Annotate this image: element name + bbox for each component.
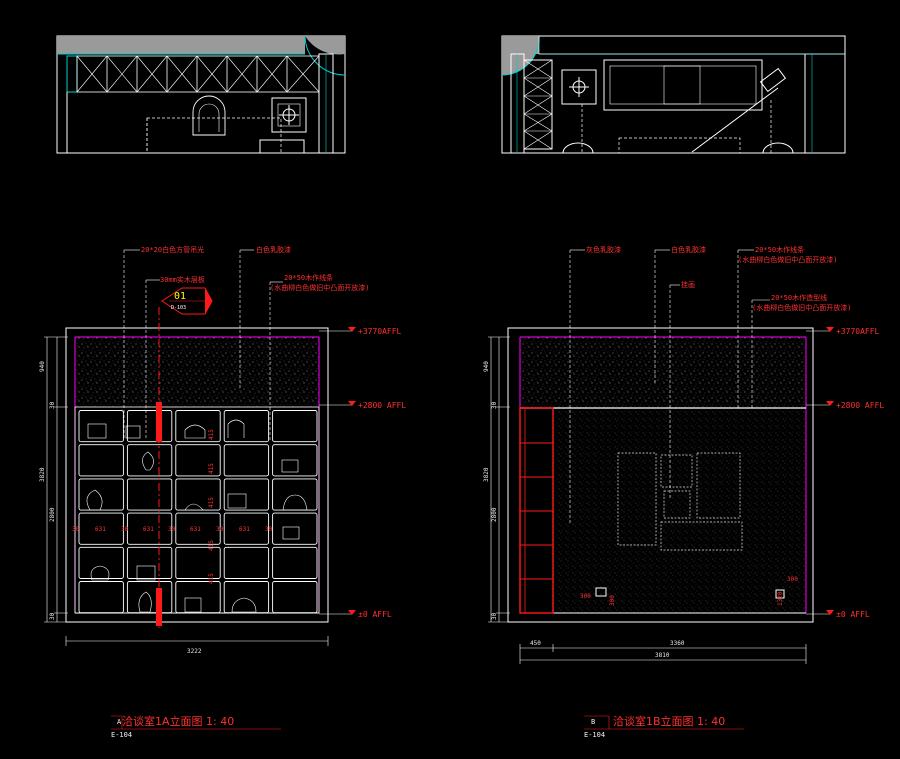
section-number: 01 [174,291,186,302]
elevation-b [488,249,834,664]
shelf-cell [223,546,270,579]
title-b: 洽谈室1B立面图 1: 40 [613,714,725,728]
shelf-grid [78,410,318,614]
row-dim-2: 415 [208,463,215,474]
col-dim-5: 30 [168,526,176,533]
dim-b-small-1: 300 [580,593,591,600]
section-sheet: D-103 [171,305,186,311]
note-b-7: (水曲柳白色做旧中凸面开放漆) [752,303,851,312]
elevation-b-text: 灰色乳胶漆 白色乳胶漆 20*50木作线条 (水曲柳白色做旧中凸面开放漆) 挂画… [483,245,884,739]
tag-b-sheet: E-104 [584,731,605,739]
dim-b-2800: 2800 [491,507,498,522]
shelf-cell [223,581,270,614]
dim-b-30b: 30 [491,612,498,620]
shelf-cell [272,512,318,545]
shelf-cell [175,410,221,443]
dim-a-940: 940 [39,361,46,372]
dim-b-30: 30 [491,401,498,409]
plan-b [501,35,846,154]
shelf-cell [126,546,173,579]
shelf-cell [272,546,318,579]
col-dim-9: 30 [265,526,273,533]
col-dim-8: 631 [239,526,250,533]
shelf-cell [78,546,124,579]
shelf-cell [175,512,221,545]
dim-b-small-3: 300 [787,576,798,583]
shelf-cell [175,478,221,511]
shelf-cell [175,546,221,579]
level-a-ceiling: +2800 AFFL [358,401,406,410]
level-b-floor: ±0 AFFL [836,610,870,619]
col-dim-2: 631 [95,526,106,533]
dim-b-450: 450 [530,640,541,647]
level-b-ceiling: +2800 AFFL [836,401,884,410]
dim-b-940: 940 [483,361,490,372]
note-a-2: 30mm实木层板 [160,275,205,284]
col-dim-6: 631 [190,526,201,533]
row-dim-5: 415 [208,573,215,584]
col-dim-3: 30 [121,526,129,533]
dim-b-3820: 3820 [483,467,490,482]
shelf-cell [272,581,318,614]
note-b-3: 20*50木作线条 [755,245,804,254]
level-a-top: +3770AFFL [358,327,402,336]
shelf-cell [78,581,124,614]
col-dim-4: 631 [143,526,154,533]
note-a-5: (水曲柳白色做旧中凸面开放漆) [270,283,369,292]
dim-a-2800: 2800 [49,507,56,522]
title-a-frame [111,715,281,730]
shelf-cell [223,478,270,511]
dim-b-3810: 3810 [655,652,670,659]
note-b-5: 挂画 [681,280,695,289]
dim-a-3820: 3820 [39,467,46,482]
shelf-cell [126,478,173,511]
note-b-4: (水曲柳白色做旧中凸面开放漆) [738,255,837,264]
dim-b-small-4: 1320 [777,591,784,606]
shelf-cell [223,444,270,477]
shelf-cell [272,478,318,511]
tag-a-sheet: E-104 [111,731,132,739]
dim-a-width: 3222 [187,648,202,655]
col-dim-1: 30 [72,526,80,533]
tag-b-letter: B [591,718,595,726]
dim-a-30b: 30 [49,612,56,620]
shelf-cell [175,444,221,477]
level-a-floor: ±0 AFFL [358,610,392,619]
dim-b-small-2: 300 [609,595,616,606]
shelf-cell [223,512,270,545]
shelf-cell [223,410,270,443]
shelf-cell [272,410,318,443]
note-a-1: 20*20白色方管吊光 [141,245,204,254]
shelf-cell [78,478,124,511]
elevation-a-text: 20*20白色方管吊光 30mm实木层板 白色乳胶漆 20*50木作线条 (水曲… [39,245,406,739]
dim-b-3360: 3360 [670,640,685,647]
col-dim-7: 30 [216,526,224,533]
row-dim-3: 415 [208,497,215,508]
shelf-cell [126,512,173,545]
shelf-cell [272,444,318,477]
note-a-3: 白色乳胶漆 [256,245,291,254]
level-b-top: +3770AFFL [836,327,880,336]
shelf-cell [126,444,173,477]
shelf-cell [126,581,173,614]
elevation-a [44,249,356,646]
row-dim-1: 415 [208,429,215,440]
note-b-6: 20*50木作造型线 [771,293,827,302]
note-b-1: 灰色乳胶漆 [586,245,621,254]
note-b-2: 白色乳胶漆 [671,245,706,254]
note-a-4: 20*50木作线条 [284,273,333,282]
shelf-cell [175,581,221,614]
shelf-cell [78,410,124,443]
shelf-cell [78,512,124,545]
row-dim-4: 415 [208,540,215,551]
title-b-frame [584,715,744,730]
tag-a-letter: A [117,718,122,726]
dim-a-30: 30 [49,401,56,409]
plan-a [56,35,346,154]
shelf-cell [78,444,124,477]
title-a: 洽谈室1A立面图 1: 40 [122,714,234,728]
